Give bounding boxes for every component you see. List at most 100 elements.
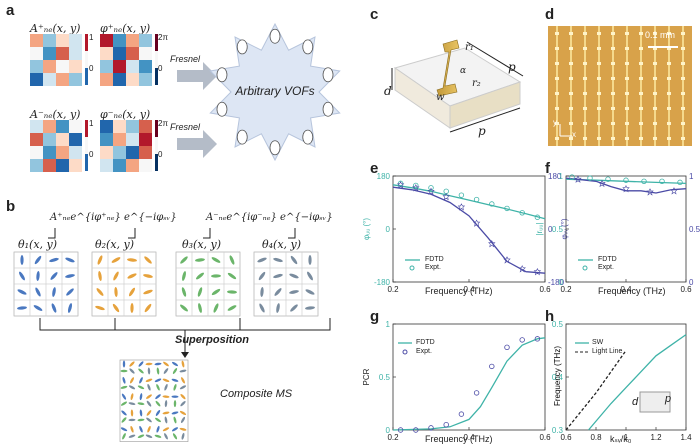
nanopillar [34,255,42,265]
micro-dot [639,92,643,95]
unit-cell-3d [391,39,524,133]
star-marker-e [442,192,450,201]
composite-nanopillar [179,369,187,373]
composite-nanopillar [181,360,185,368]
micro-dot [653,47,657,50]
star-marker-f [622,185,630,193]
heatmap-cell [69,120,82,133]
heatmap-cell [43,47,56,60]
composite-nanopillar [173,383,177,391]
composite-nanopillar [139,393,143,401]
panel-label-c: c [370,6,379,23]
heatmap-cell [126,60,139,73]
composite-nanopillar [128,385,136,390]
micro-dot [681,32,685,35]
star-marker-e [533,268,542,276]
composite-nanopillar [122,360,126,368]
star-marker-e [396,181,405,189]
x-tick-label-f: 0.2 [560,285,572,294]
composite-nanopillar [121,417,127,423]
nanopillar [67,303,73,313]
marker-f [641,178,647,184]
vof-ring [322,101,334,117]
heatmap-cell [56,47,69,60]
theta-3: θ₃(x, y) [182,238,222,251]
fresnel-arrow-bottom [177,130,217,158]
composite-nanopillar [181,377,185,384]
composite-nanopillar [180,416,186,424]
micro-dot [611,47,615,50]
e-legend-fdtd: FDTD [425,256,444,263]
y-tick-label-h: 0.5 [552,320,564,329]
nanopillar [276,303,280,313]
y-tick-label-f: 0.5 [552,225,564,234]
nanopillar [127,273,137,279]
composite-nanopillar [145,378,153,382]
y-tick-label-h: 0.4 [552,373,564,382]
panel-label-g: g [370,308,380,325]
y-tick-label-e: -180 [374,278,391,287]
eq-left-arrow-2 [128,228,136,239]
y-tick-label-f: 0 [559,278,564,287]
y-label-g: PCR [362,368,371,385]
star-marker-e [503,256,511,264]
star-marker-e [427,187,435,196]
composite-nanopillar [181,432,185,440]
nanopillar [182,271,186,281]
nanopillar [144,256,152,264]
nanopillar [66,288,74,296]
legend-swatch-g [402,349,408,355]
nanopillar [305,289,315,295]
f-legend-expt: Expt. [598,264,614,271]
nanopillar [127,258,137,262]
colorbar-segment [85,137,88,154]
nanopillar [260,287,264,297]
nanopillar [211,257,221,263]
f-legend-fdtd: FDTD [598,256,617,263]
cbar-amp-plus-min: 0 [89,64,94,73]
nanopillar [290,255,298,265]
nanopillar [180,256,188,264]
micro-stripe [612,26,614,146]
axis-y-label: y [553,118,557,127]
h-legend-sw: SW [592,339,604,346]
e-legend-expt: Expt. [425,264,441,271]
nanopillar [96,288,104,296]
micro-dot [653,77,657,80]
heatmap-cell [100,34,113,47]
heatmap-cell [139,73,152,86]
micro-dot [611,92,615,95]
nanopillar [20,255,24,265]
micro-dot [583,32,587,35]
micro-dot [583,77,587,80]
g-legend-expt: Expt. [416,348,432,355]
micro-dot [653,122,657,125]
nanopillar [51,303,57,313]
micro-dot [667,62,671,65]
micro-dot [611,107,615,110]
colorbar-segment [155,68,158,85]
nanopillar [227,290,237,294]
colorbar-segment [155,154,158,171]
composite-nanopillar [137,418,145,422]
heatmap-cell [139,133,152,146]
x-tick-label-e: 0.2 [387,285,399,294]
composite-nanopillar [156,384,160,391]
micro-dot [611,137,615,140]
nanopillar [65,274,75,278]
mini-grid-cell [301,299,319,317]
eq-left-arrow-1 [48,228,56,239]
heatmap-cell [100,73,113,86]
panel-label-e: e [370,160,379,177]
nanopillar [36,271,40,281]
x-tick-label-h: 1.2 [650,433,662,442]
nanopillar [195,258,205,262]
composite-nanopillar [155,409,161,416]
marker-e [473,196,480,203]
composite-nanopillar [171,427,179,432]
composite-nanopillar [120,401,128,406]
heatmap-cell [43,60,56,73]
colorbar-segment [155,34,158,51]
vof-ring [236,129,248,145]
